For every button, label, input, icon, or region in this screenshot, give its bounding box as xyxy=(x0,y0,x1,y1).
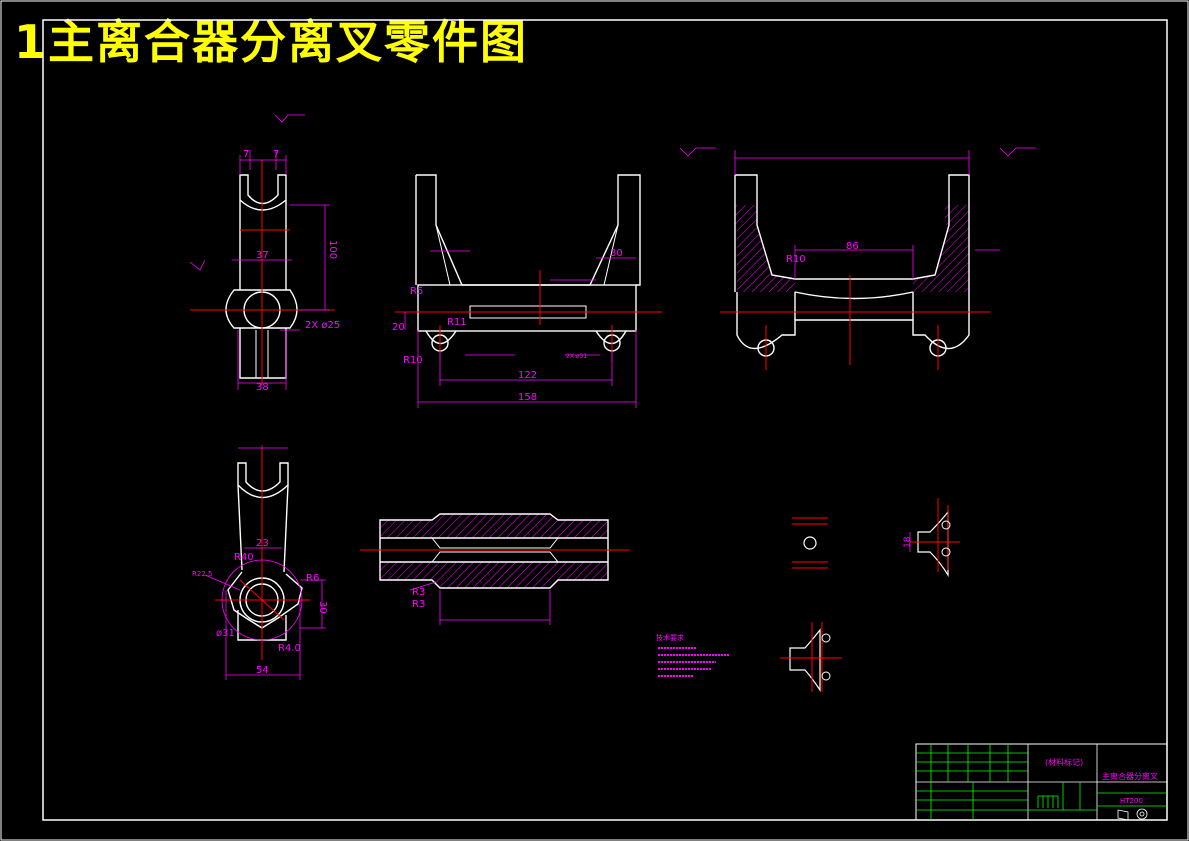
dim-30: 30 xyxy=(610,248,623,259)
tech-notes-heading: 技术要求 xyxy=(656,633,684,642)
top-view-centerlines xyxy=(720,275,990,370)
top-view-dimensions xyxy=(679,147,1036,279)
dim-r40: R40 xyxy=(234,552,254,563)
dim-100: 100 xyxy=(327,240,338,259)
dim-r4-0: R4.0 xyxy=(278,643,301,654)
dim-7-left: 7 xyxy=(243,149,249,160)
detail-view-flange-upper: 18 xyxy=(903,498,960,578)
lower-view-dim-text: 23 R40 R22.5 R6 ø31 R4.0 30 54 xyxy=(192,538,328,676)
side-view-dimensions xyxy=(189,114,330,390)
material-mark: (材料标记) xyxy=(1045,757,1083,767)
dim-20: 20 xyxy=(392,322,405,333)
dim-30-lower: 30 xyxy=(317,601,328,614)
front-view-dimensions xyxy=(404,250,637,408)
drawing-title: 1主离合器分离叉零件图 xyxy=(14,15,529,69)
lower-view-dimensions xyxy=(204,447,326,680)
section-view-dim-text: R3 R3 xyxy=(412,587,425,610)
dim-86: 86 xyxy=(846,241,859,252)
title-block-text: (材料标记) 主离合器分离叉 HT200 xyxy=(1045,757,1158,805)
dim-23: 23 xyxy=(256,538,269,549)
dim-diameter-31: ø31 xyxy=(216,628,235,639)
dim-2x-diameter-25: 2X ø25 xyxy=(305,320,340,331)
detail-view-flange-lower xyxy=(780,622,842,692)
dim-r22-5: R22.5 xyxy=(192,570,212,578)
dim-18: 18 xyxy=(903,536,913,548)
dim-122: 122 xyxy=(518,370,537,381)
top-view-hatch xyxy=(735,205,969,292)
detail-view-hole xyxy=(792,517,828,569)
technical-notes: 技术要求 xyxy=(656,633,730,677)
dim-r6: R6 xyxy=(306,573,319,584)
side-view-centerlines xyxy=(190,160,335,385)
top-view-dim-text: R10 86 xyxy=(786,241,859,265)
material-code: HT200 xyxy=(1120,797,1143,805)
top-view xyxy=(734,174,970,357)
dim-2x-diameter-31: 2X ø31 xyxy=(566,353,587,360)
section-view-hatch xyxy=(380,514,608,588)
dim-r10-top: R10 xyxy=(786,254,806,265)
dim-7-right: 7 xyxy=(273,149,279,160)
side-view xyxy=(225,174,298,379)
dim-37: 37 xyxy=(256,250,269,261)
dim-r11: R11 xyxy=(447,317,467,328)
inner-border xyxy=(42,19,1168,821)
dim-r3-a: R3 xyxy=(412,587,425,598)
dim-r3-b: R3 xyxy=(412,599,425,610)
section-view-dimensions xyxy=(409,581,551,625)
section-view xyxy=(379,513,609,589)
part-name: 主离合器分离叉 xyxy=(1102,771,1158,781)
dim-158: 158 xyxy=(518,392,537,403)
dim-38: 38 xyxy=(256,382,269,393)
front-view-dim-text: R5 R11 20 R10 30 122 158 2X ø31 xyxy=(392,248,623,403)
dim-r10: R10 xyxy=(403,355,423,366)
projection-symbol xyxy=(1117,808,1148,821)
dim-r5: R5 xyxy=(410,286,423,297)
lower-view-centerlines xyxy=(215,445,310,660)
dim-54: 54 xyxy=(256,665,269,676)
side-view-dim-text: 7 7 37 100 2X ø25 38 xyxy=(243,149,340,393)
front-view-centerlines xyxy=(395,270,662,362)
title-block xyxy=(915,743,1168,821)
